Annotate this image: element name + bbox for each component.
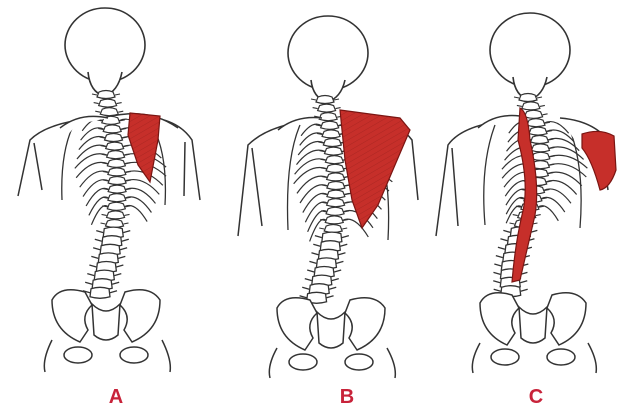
pelvis — [269, 298, 395, 378]
pelvis — [44, 290, 170, 372]
rib — [125, 188, 155, 203]
panel-label-b: B — [327, 386, 367, 409]
panel-c — [436, 13, 616, 373]
vertebra — [94, 99, 122, 107]
vertebra — [314, 113, 342, 121]
rib — [548, 147, 583, 160]
rib — [538, 206, 558, 221]
muscle-c-shoulder — [582, 131, 616, 190]
vertebra — [319, 225, 347, 233]
vertebra — [313, 104, 341, 112]
rib — [79, 136, 106, 149]
rib — [298, 142, 324, 156]
rib — [544, 189, 571, 203]
skull — [288, 16, 368, 102]
rib — [76, 162, 108, 177]
rib — [124, 205, 147, 221]
muscle-a-fibers — [128, 113, 160, 182]
panel-a — [18, 8, 200, 372]
pelvis — [472, 293, 596, 373]
vertebra — [102, 211, 130, 219]
skull — [65, 8, 145, 96]
panel-b — [238, 16, 418, 378]
panel-label-c: C — [516, 386, 556, 409]
skull — [490, 13, 570, 100]
vertebra — [101, 220, 129, 228]
rib — [125, 180, 159, 195]
panel-label-a: A — [96, 386, 136, 409]
rib — [541, 197, 565, 212]
